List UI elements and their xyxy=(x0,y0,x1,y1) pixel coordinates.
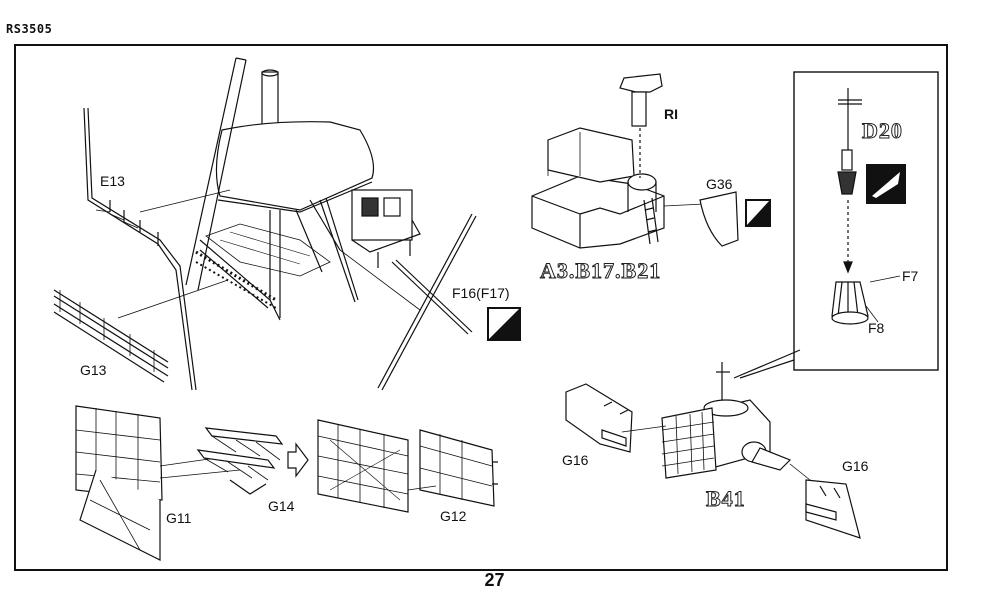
g13-rail-drawing xyxy=(53,279,229,383)
label-g11: G11 xyxy=(166,510,192,526)
label-g13: G13 xyxy=(80,362,107,378)
assembly-arrow xyxy=(287,442,309,478)
b41-director-drawing xyxy=(621,362,841,505)
label-g12: G12 xyxy=(440,508,467,524)
page-number: 27 xyxy=(484,570,505,590)
g16-left-plate-drawing xyxy=(565,383,633,453)
g12-rack-drawing xyxy=(407,429,498,507)
label-e13: E13 xyxy=(100,173,125,189)
kit-code: RS3505 xyxy=(6,22,53,36)
label-ri: RI xyxy=(664,106,678,122)
label-g16-right: G16 xyxy=(842,458,869,474)
diagram-frame xyxy=(14,44,948,571)
g12-panel-drawing xyxy=(317,419,409,513)
label-g16-left: G16 xyxy=(562,452,589,468)
bridge-assembly-drawing xyxy=(185,57,421,321)
f16-brace-drawing xyxy=(339,213,477,391)
label-g36: G36 xyxy=(706,176,733,192)
g11-grid-drawing xyxy=(75,405,241,561)
d20-antenna-drawing xyxy=(831,88,869,325)
label-f7: F7 xyxy=(902,268,919,284)
inset-box xyxy=(793,71,939,371)
label-g14: G14 xyxy=(268,498,295,514)
e13-railing-drawing xyxy=(83,107,231,391)
a3-assembly-drawing xyxy=(531,73,739,249)
label-a3-b17-b21: A3.B17.B21 xyxy=(539,258,662,284)
g16-right-plate-drawing xyxy=(805,479,861,539)
label-d20: D20 xyxy=(862,118,903,144)
g14-frame-drawing xyxy=(196,427,284,495)
label-f8: F8 xyxy=(868,320,885,336)
label-b41: B41 xyxy=(706,486,746,512)
label-f16-f17: F16(F17) xyxy=(452,285,510,301)
